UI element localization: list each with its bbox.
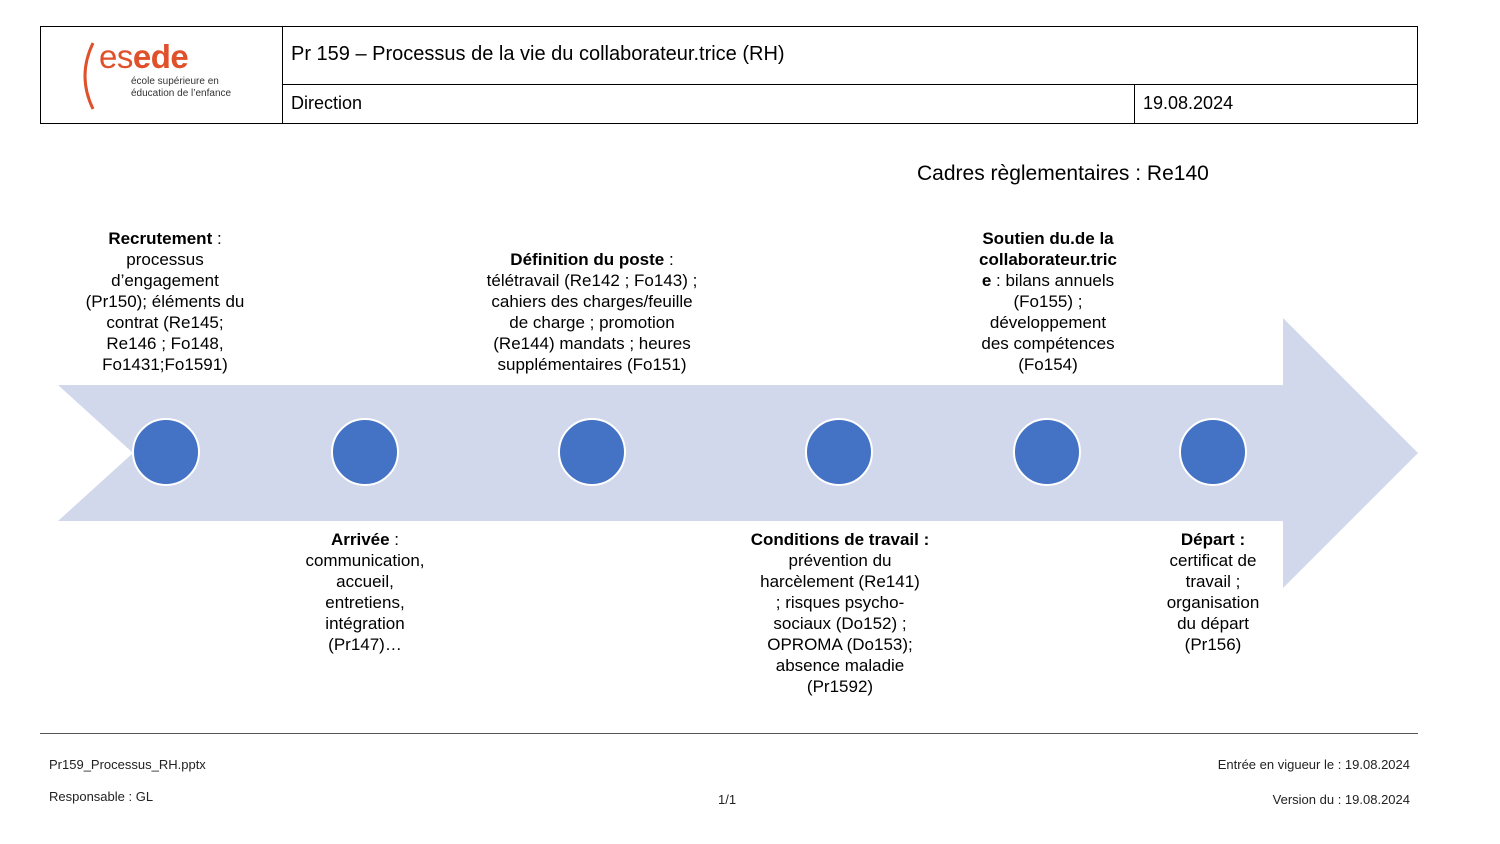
footer-version: Version du : 19.08.2024 xyxy=(1272,792,1410,807)
step-label-soutien: Soutien du.de la collaborateur.tric e : … xyxy=(979,229,1117,374)
logo-cell: esede école supérieure en éducation de l… xyxy=(41,27,283,123)
timeline-node-depart xyxy=(1179,418,1247,486)
step-label-recrutement: Recrutement : processus d’engagement (Pr… xyxy=(85,229,245,374)
footer-entree-vigueur: Entrée en vigueur le : 19.08.2024 xyxy=(1217,757,1410,772)
logo-wordmark: esede xyxy=(99,38,189,75)
footer-divider xyxy=(40,733,1418,734)
step-label-definition-poste: Définition du poste : télétravail (Re142… xyxy=(486,250,698,374)
timeline-node-conditions-travail xyxy=(805,418,873,486)
logo-paren-icon xyxy=(83,42,95,110)
timeline-node-recrutement xyxy=(132,418,200,486)
footer-filename: Pr159_Processus_RH.pptx xyxy=(49,757,206,772)
document-header: esede école supérieure en éducation de l… xyxy=(40,26,1418,124)
timeline-node-definition-poste xyxy=(558,418,626,486)
logo-subtitle: école supérieure en éducation de l’enfan… xyxy=(131,76,232,99)
document-title: Pr 159 – Processus de la vie du collabor… xyxy=(283,27,1417,85)
footer-page-number: 1/1 xyxy=(718,792,737,807)
timeline-node-soutien xyxy=(1013,418,1081,486)
regulatory-frameworks: Cadres règlementaires : Re140 xyxy=(917,162,1209,185)
timeline-arrow xyxy=(58,318,1418,588)
header-date: 19.08.2024 xyxy=(1143,93,1234,113)
timeline-node-arrivee xyxy=(331,418,399,486)
department-label: Direction xyxy=(283,85,1135,123)
step-label-depart: Départ : certificat de travail ; organis… xyxy=(1166,530,1260,654)
step-label-conditions-travail: Conditions de travail : prévention du ha… xyxy=(750,530,930,696)
footer-responsable: Responsable : GL xyxy=(49,789,154,804)
step-label-arrivee: Arrivée : communication, accueil, entret… xyxy=(305,530,425,654)
